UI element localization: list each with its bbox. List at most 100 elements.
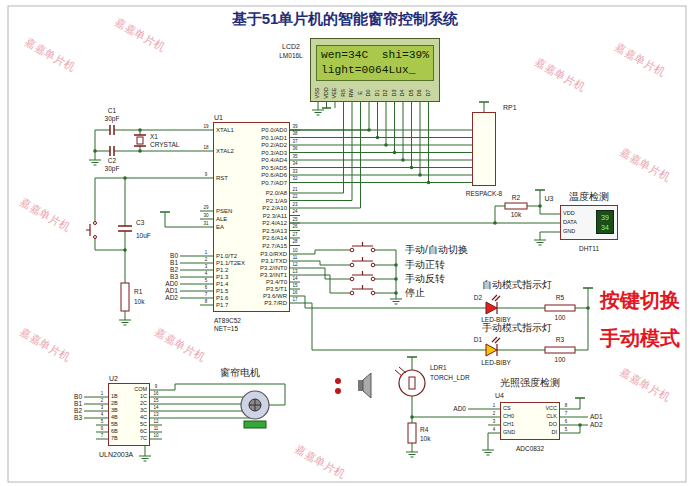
part-label: C3 xyxy=(136,220,144,227)
pin-name: P0.4/AD4 xyxy=(261,157,287,163)
callout-text: 手动模式 xyxy=(600,328,680,348)
junction-dot xyxy=(427,181,431,185)
led-symbol xyxy=(486,302,497,314)
pin-name: EA xyxy=(216,224,224,230)
crystal-symbol xyxy=(137,137,143,144)
pin-name: P2.6/A14 xyxy=(262,235,287,241)
motor-symbol xyxy=(249,399,261,411)
pin-number: 6 xyxy=(101,426,104,431)
pin-number: 2 xyxy=(101,398,104,403)
watermark: 嘉嘉单片机 xyxy=(153,326,206,363)
pin-number: 13 xyxy=(153,412,158,417)
part-label: CRYSTAL xyxy=(150,142,179,149)
wire xyxy=(290,223,560,224)
button-label: 手动正转 xyxy=(405,260,445,270)
pin-number: 7 xyxy=(101,433,104,438)
pin-name: P2.7/A15 xyxy=(262,243,287,249)
watermark: 嘉嘉单片机 xyxy=(293,443,346,480)
motor-symbol xyxy=(249,399,261,411)
pin-name: PSEN xyxy=(216,208,232,214)
pin-name: P3.6/WR xyxy=(263,293,287,299)
display-digit: 39 xyxy=(601,214,609,221)
pin-name: VEE xyxy=(332,87,338,98)
part-value: DHT11 xyxy=(579,246,599,253)
pin-number: 1 xyxy=(493,403,496,408)
pin-name: XTAL1 xyxy=(216,127,234,133)
pin-number: 7 xyxy=(205,292,208,297)
pin-number: 33 xyxy=(292,169,297,174)
pin-name: D4 xyxy=(400,89,406,96)
part-label: LED-BIBY xyxy=(481,360,511,367)
pin-number: 3 xyxy=(101,405,104,410)
pin-name: CS xyxy=(503,406,511,412)
part-value: RESPACK-8 xyxy=(466,191,502,198)
button-contact xyxy=(350,263,354,267)
part-label: D2 xyxy=(474,295,482,302)
net-label: B1 xyxy=(74,401,82,408)
crystal-symbol xyxy=(134,135,146,146)
pin-name: D0 xyxy=(366,89,372,96)
watermark: 嘉嘉单片机 xyxy=(618,146,671,183)
watermark: 嘉嘉单片机 xyxy=(23,36,76,73)
power-terminal xyxy=(160,102,593,398)
pin-name: CH1 xyxy=(503,422,514,428)
net-label: B0 xyxy=(170,253,178,260)
part-note: NET=15 xyxy=(214,326,238,333)
pin-number: 9 xyxy=(205,172,208,177)
pin-name: COM xyxy=(134,387,147,393)
pin-name: VDD xyxy=(324,87,330,99)
pin-name: P0.2/AD2 xyxy=(261,142,287,148)
pin-name: 4C xyxy=(140,415,147,421)
section-label: 窗帘电机 xyxy=(220,368,260,378)
pin-name: 7C xyxy=(140,436,147,442)
part-label: 10k xyxy=(134,299,144,306)
junction-dot xyxy=(384,143,388,147)
resistor-symbol xyxy=(545,305,575,311)
pin-name: P1.3 xyxy=(216,274,228,280)
pin-number: 26 xyxy=(292,225,297,230)
display-digit: 34 xyxy=(601,224,609,231)
ground-symbol xyxy=(89,110,546,461)
pin-name: P2.1/A9 xyxy=(266,198,287,204)
speaker-symbol xyxy=(363,373,371,398)
part-label: LDR1 xyxy=(430,365,447,372)
lcd-line: wen=34C shi=39% xyxy=(321,50,429,61)
pin-number: 35 xyxy=(292,154,297,159)
button-contact xyxy=(371,248,375,252)
pin-number: 1 xyxy=(101,391,104,396)
junction-dot xyxy=(418,173,422,177)
pin-number: 39 xyxy=(292,124,297,129)
net-label: B2 xyxy=(74,408,82,415)
pin-name: D3 xyxy=(392,89,398,96)
button-label: 手动/自动切换 xyxy=(405,245,468,255)
pin-number: 31 xyxy=(203,221,208,226)
wire xyxy=(290,130,472,131)
net-label: B1 xyxy=(170,260,178,267)
pin-number: 14 xyxy=(292,276,297,281)
pin-name: P3.4/T0 xyxy=(266,279,287,285)
push-button xyxy=(86,224,90,236)
junction-dot xyxy=(93,149,97,153)
pin-name: P3.3/INT1 xyxy=(260,272,287,278)
part-ref: U1 xyxy=(214,114,223,121)
pin-name: 1C xyxy=(140,394,147,400)
pin-name: P0.7/AD7 xyxy=(261,180,287,186)
part-ref: U4 xyxy=(495,392,504,399)
part-label: 30pF xyxy=(105,116,120,123)
pin-name: D5 xyxy=(409,89,415,96)
net-label: AD1 xyxy=(165,288,178,295)
pin-number: 38 xyxy=(292,132,297,137)
part-label: R1 xyxy=(134,289,142,296)
motor-symbol xyxy=(241,391,269,419)
pin-number: 12 xyxy=(153,419,158,424)
pin-name: GND xyxy=(503,430,515,436)
pin-name: RS xyxy=(341,89,347,97)
pin-name: P0.5/AD5 xyxy=(261,165,287,171)
pin-name: P1.4 xyxy=(216,281,228,287)
pin-name: DO xyxy=(549,422,557,428)
lcd-screen: wen=34C shi=39%light=0064Lux_ xyxy=(316,45,434,81)
pin-name: P3.1/TXD xyxy=(261,258,287,264)
pin-name: GND xyxy=(563,229,575,235)
watermark: 嘉嘉单片机 xyxy=(613,41,666,78)
